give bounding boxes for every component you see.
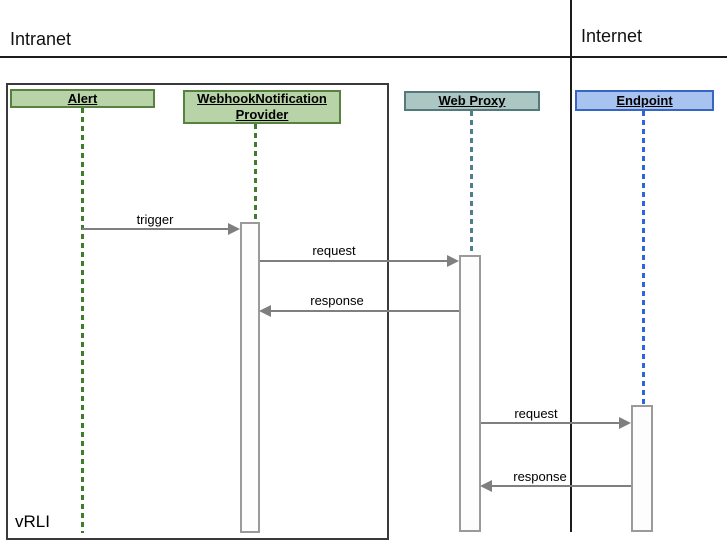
- lifeline-alert: [81, 108, 84, 533]
- actor-alert: Alert: [10, 89, 155, 108]
- actor-webhook-notification-provider: WebhookNotification Provider: [183, 90, 341, 124]
- actor-web-proxy-label: Web Proxy: [438, 93, 506, 109]
- message-trigger-label: trigger: [136, 212, 174, 227]
- lifeline-web-proxy: [470, 111, 473, 255]
- vrli-frame-label: vRLI: [15, 512, 50, 531]
- message-response-from-proxy-line: [271, 310, 459, 312]
- actor-webhook-label-line1: WebhookNotification: [197, 91, 327, 107]
- arrowhead-right-icon: [619, 417, 631, 429]
- actor-webhook-label-line2: Provider: [235, 107, 289, 122]
- activation-endpoint: [631, 405, 653, 532]
- message-request-to-proxy-line: [260, 260, 448, 262]
- zone-divider-line: [570, 0, 572, 532]
- activation-web-proxy: [459, 255, 481, 532]
- message-request-to-endpoint-label: request: [514, 406, 558, 421]
- message-request-to-proxy-label: request: [312, 243, 356, 258]
- message-trigger-line: [82, 228, 229, 230]
- arrowhead-left-icon: [259, 305, 271, 317]
- zone-label-internet: Internet: [581, 26, 643, 46]
- zone-label-intranet: Intranet: [10, 29, 72, 49]
- message-response-from-endpoint-label: response: [513, 469, 567, 484]
- arrowhead-left-icon: [480, 480, 492, 492]
- arrowhead-right-icon: [228, 223, 240, 235]
- actor-endpoint: Endpoint: [575, 90, 714, 111]
- message-response-from-proxy-label: response: [310, 293, 364, 308]
- arrowhead-right-icon: [447, 255, 459, 267]
- message-request-to-endpoint-line: [481, 422, 620, 424]
- header-separator-line: [0, 56, 727, 58]
- actor-endpoint-label: Endpoint: [616, 92, 673, 108]
- actor-web-proxy: Web Proxy: [404, 91, 540, 111]
- lifeline-endpoint: [642, 111, 645, 405]
- message-response-from-endpoint-line: [492, 485, 631, 487]
- activation-webhook-notification-provider: [240, 222, 260, 533]
- actor-alert-label: Alert: [67, 90, 98, 106]
- lifeline-webhook-notification-provider: [254, 124, 257, 222]
